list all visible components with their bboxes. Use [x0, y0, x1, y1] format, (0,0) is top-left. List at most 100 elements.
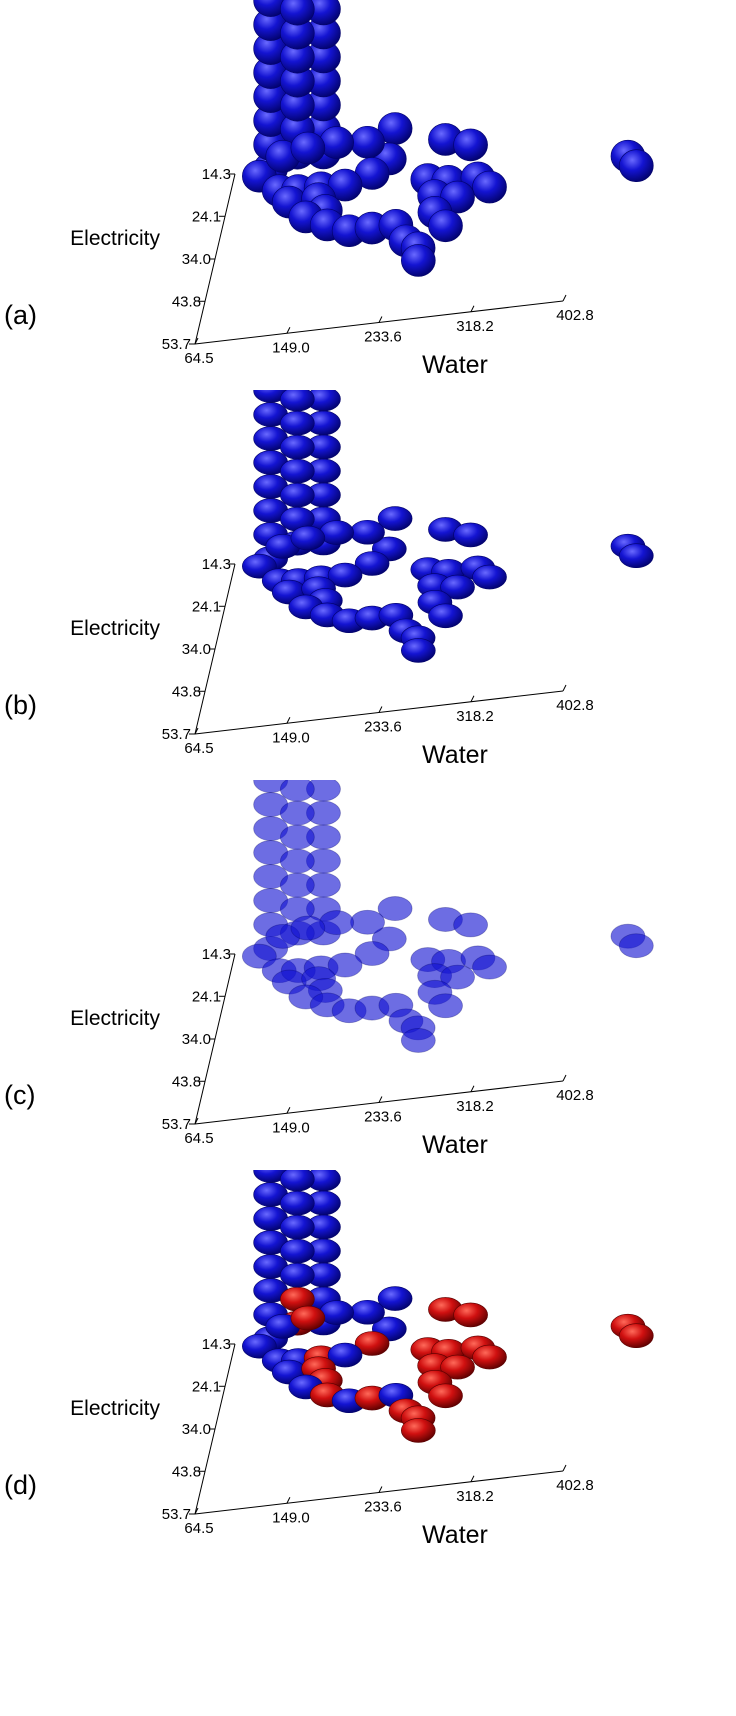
data-point — [440, 964, 475, 990]
data-point — [319, 1300, 354, 1325]
water-tick-label: 318.2 — [456, 1488, 494, 1505]
data-point — [350, 1299, 385, 1325]
data-point-highlighted — [453, 1302, 488, 1328]
data-point — [377, 896, 413, 921]
electricity-tick-label: 34.0 — [182, 251, 211, 268]
data-point — [280, 482, 315, 508]
data-point — [280, 1238, 315, 1264]
data-point — [290, 131, 326, 165]
water-tick-label: 64.5 — [184, 740, 213, 757]
data-point — [279, 800, 315, 826]
water-axis-label: Water — [422, 1521, 488, 1549]
data-point — [453, 912, 488, 938]
water-tick-label: 149.0 — [272, 729, 310, 746]
water-axis-label: Water — [422, 351, 488, 379]
data-point — [453, 128, 488, 162]
water-tick-label: 402.8 — [556, 1477, 594, 1494]
data-point — [377, 1286, 413, 1311]
data-point — [280, 434, 315, 460]
data-point — [619, 543, 654, 569]
data-point-highlighted — [619, 1323, 654, 1349]
electricity-tick-label: 43.8 — [172, 1463, 201, 1480]
data-point — [350, 519, 385, 545]
water-tick-label: 402.8 — [556, 307, 594, 324]
water-tick — [562, 684, 567, 692]
water-tick-label: 318.2 — [456, 708, 494, 725]
panel-label: (b) — [4, 690, 37, 720]
scatter-plot-3d: 64.5149.0233.6318.2402.814.324.134.043.8… — [70, 390, 654, 769]
water-tick — [286, 1497, 291, 1504]
electricity-tick-label: 53.7 — [162, 1116, 191, 1133]
data-point — [279, 780, 315, 802]
scatter-plot-3d: 64.5149.0233.6318.2402.814.324.134.043.8… — [70, 1170, 654, 1549]
water-tick — [194, 1507, 199, 1515]
data-point — [428, 993, 463, 1019]
panel-label: (a) — [4, 300, 37, 330]
electricity-tick-label: 24.1 — [192, 598, 221, 615]
electricity-tick-label: 43.8 — [172, 1073, 201, 1090]
electricity-axis-label: Electricity — [70, 1007, 160, 1030]
water-tick-label: 149.0 — [272, 1119, 310, 1136]
data-point — [280, 0, 315, 26]
data-point-highlighted — [428, 1383, 463, 1409]
water-tick-label: 318.2 — [456, 1098, 494, 1115]
data-point — [280, 390, 315, 412]
data-point-highlighted — [472, 1344, 507, 1370]
electricity-tick-label: 53.7 — [162, 336, 191, 353]
water-tick-label: 233.6 — [364, 1109, 402, 1126]
data-point — [327, 562, 363, 588]
water-axis-label: Water — [422, 741, 488, 769]
data-point — [354, 941, 390, 966]
data-point — [401, 638, 436, 663]
water-tick — [378, 316, 383, 323]
electricity-tick-label: 53.7 — [162, 726, 191, 743]
data-point — [618, 933, 654, 959]
data-point — [350, 125, 385, 159]
water-axis-label: Water — [422, 1131, 488, 1159]
data-point — [280, 1262, 315, 1288]
data-point — [400, 1028, 436, 1053]
water-tick-label: 233.6 — [364, 329, 402, 346]
data-point — [319, 126, 354, 159]
water-tick — [470, 305, 475, 312]
data-point — [401, 244, 436, 277]
electricity-axis-label: Electricity — [70, 227, 160, 250]
water-tick — [378, 1096, 383, 1103]
data-point — [472, 954, 507, 980]
data-point — [279, 848, 315, 874]
water-tick — [470, 1475, 475, 1482]
data-point — [619, 149, 654, 183]
panel-label: (c) — [4, 1080, 36, 1110]
data-point — [279, 824, 315, 850]
data-point — [280, 410, 315, 436]
water-tick — [470, 695, 475, 702]
panel-label: (d) — [4, 1470, 37, 1500]
data-point — [280, 1170, 315, 1192]
electricity-tick-label: 14.3 — [202, 166, 231, 183]
water-tick — [286, 1107, 291, 1114]
electricity-tick-label: 34.0 — [182, 641, 211, 658]
data-point — [280, 1214, 315, 1240]
water-tick — [470, 1085, 475, 1092]
data-point — [279, 872, 315, 898]
water-tick — [562, 294, 567, 302]
data-point — [327, 952, 363, 978]
water-tick-label: 402.8 — [556, 1087, 594, 1104]
water-tick — [286, 327, 291, 334]
data-point — [472, 170, 507, 204]
water-tick — [562, 1074, 567, 1082]
data-point — [280, 458, 315, 484]
data-point-highlighted — [440, 1354, 475, 1380]
water-tick-label: 64.5 — [184, 1130, 213, 1147]
data-point-highlighted — [401, 1418, 436, 1443]
water-tick — [286, 717, 291, 724]
data-point — [354, 551, 390, 576]
data-point-highlighted — [354, 1331, 390, 1356]
data-point — [428, 209, 463, 243]
data-point — [290, 915, 326, 941]
water-tick-label: 64.5 — [184, 350, 213, 367]
